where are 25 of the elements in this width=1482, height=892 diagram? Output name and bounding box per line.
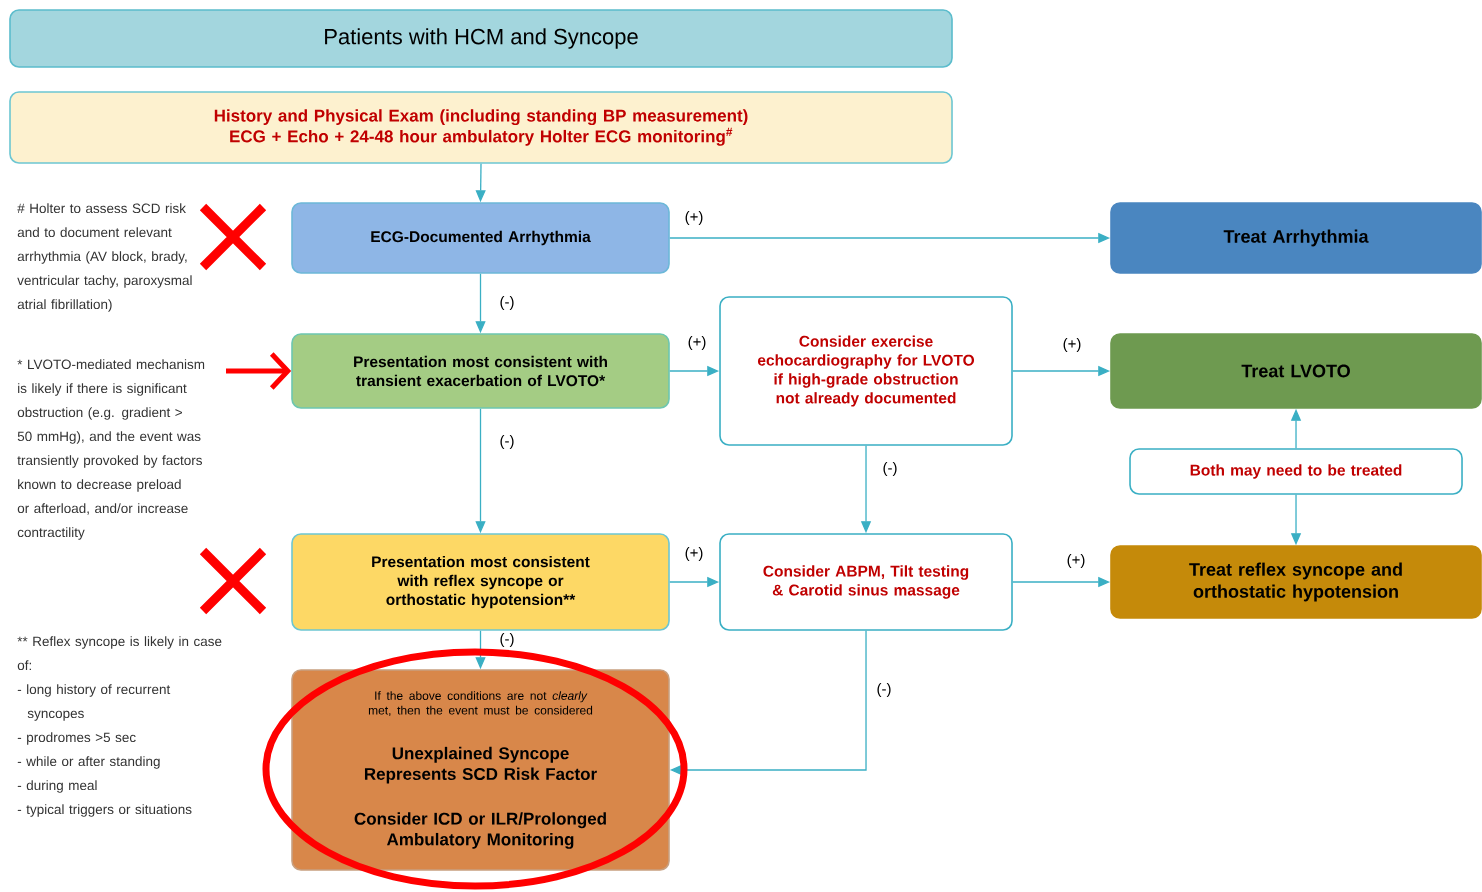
note-text: - while or after standing bbox=[17, 756, 160, 769]
edge-label: (+) bbox=[686, 335, 708, 351]
process-box: Presentation most consistent with reflex syncope or orthostatic hypotension** bbox=[291, 533, 670, 631]
edge-label: (+) bbox=[683, 210, 705, 226]
title-box: Patients with HCM and Syncope bbox=[9, 9, 953, 68]
process-box: ECG-Documented Arrhythmia bbox=[291, 202, 670, 274]
test-box: Consider exercise echocardiography for LVOTO if high-grade obstruction not already documented bbox=[719, 296, 1013, 446]
note-box: Both may need to be treated bbox=[1129, 448, 1463, 495]
outcome-box: Treat Arrhythmia bbox=[1110, 202, 1482, 274]
note-text: - long history of recurrent syncopes bbox=[17, 684, 171, 721]
edge-label: (+) bbox=[683, 546, 705, 562]
outcome-box: Treat LVOTO bbox=[1110, 333, 1482, 409]
test-box: Consider ABPM, Tilt testing & Carotid sinus massage bbox=[719, 533, 1013, 631]
process-box: Presentation most consistent with transient exacerbation of LVOTO* bbox=[291, 333, 670, 409]
edge-label: (+) bbox=[1061, 337, 1083, 353]
outcome-box: Treat reflex syncope and orthostatic hypotension bbox=[1110, 545, 1482, 619]
result-box: If the above conditions are not clearly met, then the event must be considered Unexplained Syncope Represents SCD Risk Factor Consider ICD or ILR/Prolonged Ambulatory Monitoring bbox=[291, 669, 670, 871]
exam-box: History and Physical Exam (including standing BP measurement) ECG + Echo + 24-48 hour ambulatory Holter ECG monitoring$^{#}$ bbox=[9, 91, 953, 164]
note-text: ** Reflex syncope is likely in case of: bbox=[17, 636, 222, 671]
edge-label: (+) bbox=[1065, 553, 1087, 569]
note-text: - during meal bbox=[17, 780, 97, 793]
note-text: - typical triggers or situations bbox=[17, 804, 192, 817]
note-text: - prodromes >5 sec bbox=[17, 732, 136, 745]
note-text: * LVOTO-mediated mechanism is likely if there is significant obstruction (e.g. gradient > 50 mmHg), and the event was transiently provoked by factors known to decrease preload or afterload, and/or increase contractility bbox=[17, 359, 205, 540]
note-text: # Holter to assess SCD risk and to document relevant arrhythmia (AV block, brady, ventricular tachy, paroxysmal atrial fibrillation) bbox=[17, 203, 192, 312]
